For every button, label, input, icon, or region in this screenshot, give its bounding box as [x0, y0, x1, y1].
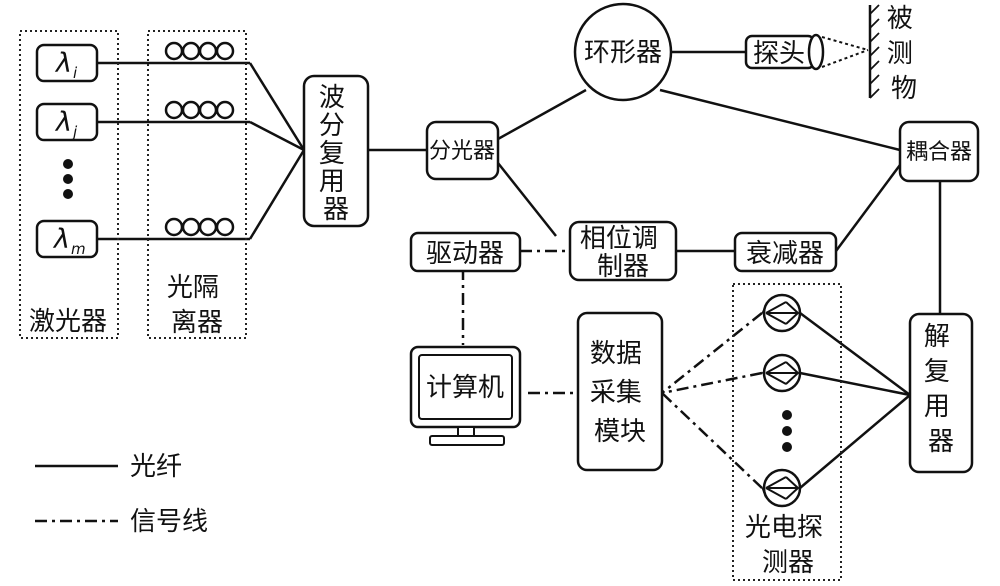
laser-i-subscript: i	[73, 64, 78, 82]
laser-group-label: 激光器	[29, 307, 107, 337]
legend: 光纤 信号线	[35, 452, 208, 537]
legend-fiber-label: 光纤	[130, 452, 182, 482]
demux-label: 解 复 用 器	[924, 322, 958, 457]
laser-i	[35, 43, 99, 83]
photodetector-group: 光电探 测器	[732, 283, 842, 581]
coupler: 耦合器	[898, 120, 980, 183]
coupler-label: 耦合器	[906, 140, 972, 165]
photodetector-1	[762, 293, 802, 333]
splitter: 分光器	[425, 120, 500, 181]
wdm-label: 波 分 复 用 器	[319, 83, 353, 225]
photodetector-3	[762, 468, 802, 508]
computer-stand	[457, 426, 475, 437]
isolator-group-label: 光隔 离器	[167, 273, 227, 338]
ellipsis-dot	[63, 189, 73, 199]
ellipsis-dot	[63, 159, 73, 169]
laser-group: λ i λ j λ m 激光器	[19, 30, 119, 339]
target-label: 被 测 物	[887, 4, 921, 104]
splitter-label: 分光器	[429, 139, 495, 164]
signal-connections	[461, 249, 773, 498]
computer-label: 计算机	[426, 373, 504, 403]
phase-modulator-label: 相位调 制器	[580, 224, 666, 282]
laser-j-symbol: λ	[54, 107, 72, 138]
driver-label: 驱动器	[426, 239, 504, 269]
laser-j	[35, 102, 99, 142]
isolator-coils-3	[164, 217, 235, 237]
computer-base	[429, 435, 505, 446]
laser-m	[35, 219, 99, 259]
demux: 解 复 用 器	[908, 312, 974, 474]
legend-signal-label: 信号线	[130, 507, 208, 537]
circulator-label: 环形器	[584, 38, 662, 68]
phase-modulator: 相位调 制器	[568, 220, 678, 282]
daq-label: 数据 采集 模块	[590, 339, 650, 447]
laser-j-subscript: j	[71, 123, 78, 141]
laser-m-subscript: m	[71, 240, 86, 258]
attenuator: 衰减器	[733, 231, 838, 273]
wdm-mux: 波 分 复 用 器	[302, 74, 370, 228]
ellipsis-dot	[63, 174, 73, 184]
photodetector-group-label: 光电探 测器	[745, 513, 831, 578]
isolator-group: 光隔 离器	[147, 30, 247, 339]
laser-m-symbol: λ	[52, 224, 70, 255]
computer: 计算机	[409, 345, 522, 446]
isolator-coils-2	[164, 100, 235, 120]
ellipsis-dot	[782, 410, 792, 420]
daq-module: 数据 采集 模块	[576, 311, 664, 472]
fiber-connections	[97, 36, 942, 489]
photodetector-2	[762, 353, 802, 393]
probe: 探头	[744, 33, 825, 71]
probe-label: 探头	[753, 39, 805, 69]
laser-i-symbol: λ	[54, 48, 72, 79]
driver: 驱动器	[409, 231, 522, 273]
circulator: 环形器	[573, 2, 673, 102]
ellipsis-dot	[782, 426, 792, 436]
target-object: 被 测 物	[868, 4, 921, 104]
attenuator-label: 衰减器	[746, 239, 824, 269]
isolator-coils-1	[164, 41, 235, 61]
ellipsis-dot	[782, 442, 792, 452]
